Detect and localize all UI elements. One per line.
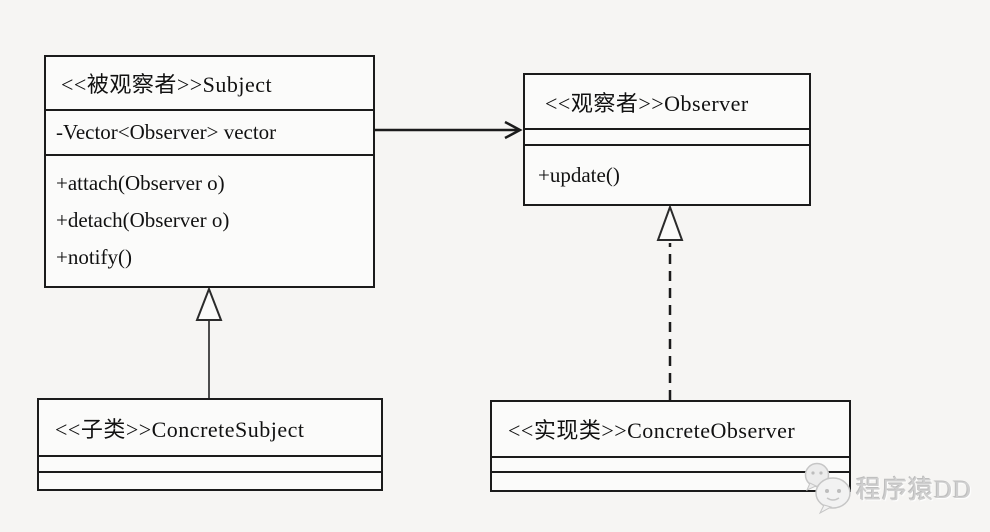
- class-title-text: <<观察者>>Observer: [545, 90, 749, 116]
- class-box-concrete-observer: <<实现类>>ConcreteObserver: [490, 400, 851, 492]
- watermark-text: 程序猿DD: [856, 477, 973, 504]
- class-methods-empty: [39, 471, 381, 489]
- class-box-observer: <<观察者>>Observer +update(): [523, 73, 811, 206]
- realization-arrow: [656, 204, 684, 400]
- class-attributes-empty: [492, 456, 849, 471]
- method-text: +attach(Observer o): [56, 171, 225, 195]
- watermark: 程序猿DD: [800, 460, 972, 516]
- class-title: <<观察者>>Observer: [525, 75, 809, 128]
- class-methods: +attach(Observer o) +detach(Observer o) …: [46, 154, 373, 286]
- class-title-text: <<实现类>>ConcreteObserver: [508, 418, 796, 443]
- class-title: <<实现类>>ConcreteObserver: [492, 402, 849, 456]
- class-title: <<被观察者>>Subject: [46, 57, 373, 109]
- method-text: +detach(Observer o): [56, 208, 230, 232]
- class-title-text: <<子类>>ConcreteSubject: [55, 416, 305, 442]
- method-text: +update(): [538, 162, 620, 187]
- class-title: <<子类>>ConcreteSubject: [39, 400, 381, 455]
- class-methods: +update(): [525, 144, 809, 204]
- method-text: +notify(): [56, 245, 132, 269]
- class-methods-empty: [492, 471, 849, 490]
- generalization-arrow: [195, 286, 223, 398]
- class-attributes-empty: [525, 128, 809, 144]
- attribute-text: -Vector<Observer> vector: [56, 120, 277, 144]
- class-box-concrete-subject: <<子类>>ConcreteSubject: [37, 398, 383, 491]
- association-arrow: [375, 120, 523, 140]
- class-attributes: -Vector<Observer> vector: [46, 109, 373, 154]
- class-box-subject: <<被观察者>>Subject -Vector<Observer> vector…: [44, 55, 375, 288]
- class-attributes-empty: [39, 455, 381, 471]
- class-title-text: <<被观察者>>Subject: [61, 72, 273, 97]
- wechat-icon: [804, 462, 851, 515]
